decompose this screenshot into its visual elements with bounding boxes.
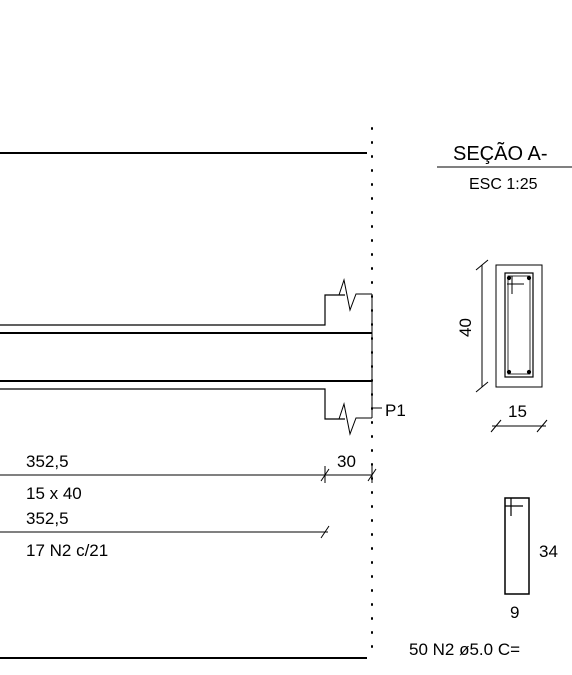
section-width-tick-left <box>490 419 502 433</box>
stirrup-detail-hook <box>505 498 523 516</box>
support-dim-text: 30 <box>337 452 356 471</box>
rebar-dot-br <box>526 369 532 375</box>
span-dim-2-tick <box>320 525 330 539</box>
section-width-text: 15 <box>508 402 527 421</box>
stirrup-height-text: 34 <box>539 542 558 561</box>
pillar-label: P1 <box>385 401 406 420</box>
beam-size-text: 15 x 40 <box>26 484 82 503</box>
section-title: SEÇÃO A- <box>453 141 547 165</box>
rebar-dot-bl <box>506 369 512 375</box>
section-width-tick-right <box>536 419 548 433</box>
span-dim-2-text: 352,5 <box>26 509 69 528</box>
section-scale: ESC 1:25 <box>469 176 538 193</box>
rebar-dot-tr <box>526 275 532 281</box>
stirrup-width-text: 9 <box>510 603 519 622</box>
beam-top-inner-line <box>0 294 345 326</box>
break-line-bottom <box>338 402 372 436</box>
section-height-text: 40 <box>456 318 475 337</box>
beam-bottom-inner-line <box>0 388 345 420</box>
section-height-tick-bot <box>475 381 489 393</box>
stirrup-detail-shape <box>504 497 530 595</box>
rebar-dot-tl <box>506 275 512 281</box>
section-stirrup-inner <box>507 275 531 375</box>
section-outline <box>495 264 543 388</box>
section-stirrup-hook <box>507 276 524 294</box>
stirrup-schedule-label: 50 N2 ø5.0 C= <box>409 640 520 659</box>
stirrups-label: 17 N2 c/21 <box>26 541 108 560</box>
break-line-top <box>338 278 372 312</box>
section-height-tick-top <box>475 259 489 271</box>
section-stirrup <box>504 272 534 378</box>
span-dim-text: 352,5 <box>26 452 69 471</box>
